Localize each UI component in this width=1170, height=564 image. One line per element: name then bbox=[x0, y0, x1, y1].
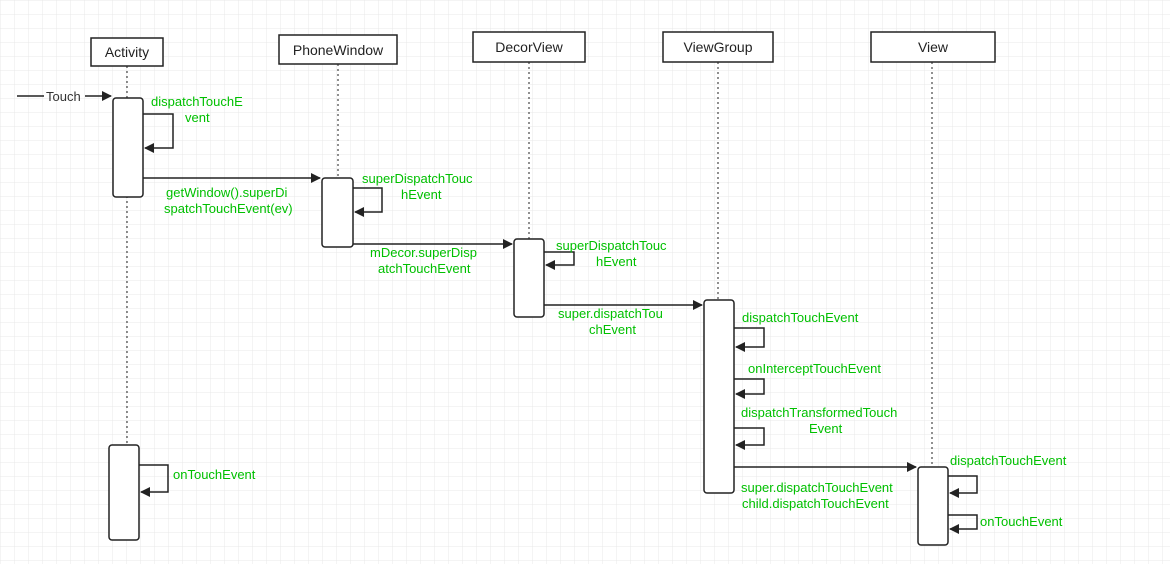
msg-vg-intercept: onInterceptTouchEvent bbox=[748, 361, 881, 376]
msg-vg-transformed-line2: Event bbox=[809, 421, 843, 436]
participant-label: ViewGroup bbox=[683, 39, 752, 55]
arrow-vg-dispatch-self bbox=[734, 327, 765, 352]
msg-dv-super-dispatch-line1: superDispatchTouc bbox=[556, 238, 667, 253]
activation-phonewindow[interactable] bbox=[321, 177, 354, 248]
participant-view[interactable]: View bbox=[870, 31, 996, 63]
participant-label: PhoneWindow bbox=[293, 42, 384, 58]
msg-pw-super-dispatch-line2: hEvent bbox=[401, 187, 442, 202]
arrow-activity-ontouch-self bbox=[139, 464, 169, 497]
msg-vg-to-view-line2: child.dispatchTouchEvent bbox=[742, 496, 889, 511]
participant-viewgroup[interactable]: ViewGroup bbox=[662, 31, 774, 63]
participant-label: Activity bbox=[105, 44, 149, 60]
activation-activity-bottom[interactable] bbox=[108, 444, 140, 541]
msg-mdecor-line1: mDecor.superDisp bbox=[370, 245, 477, 260]
message-labels: dispatchTouchE vent getWindow().superDi … bbox=[151, 94, 1067, 529]
msg-vg-transformed-line1: dispatchTransformedTouch bbox=[741, 405, 897, 420]
activation-decorview[interactable] bbox=[513, 238, 545, 318]
msg-view-ontouch: onTouchEvent bbox=[980, 514, 1063, 529]
arrow-vg-transformed-self bbox=[734, 427, 765, 450]
msg-pw-super-dispatch-line1: superDispatchTouc bbox=[362, 171, 473, 186]
msg-vg-to-view-line1: super.dispatchTouchEvent bbox=[741, 480, 893, 495]
activation-viewgroup[interactable] bbox=[703, 299, 735, 494]
msg-vg-dispatch: dispatchTouchEvent bbox=[742, 310, 859, 325]
msg-dv-super-dispatch-line2: hEvent bbox=[596, 254, 637, 269]
msg-activity-ontouch: onTouchEvent bbox=[173, 467, 256, 482]
arrow-activity-self bbox=[143, 113, 174, 153]
msg-mdecor-line2: atchTouchEvent bbox=[378, 261, 471, 276]
msg-view-dispatch: dispatchTouchEvent bbox=[950, 453, 1067, 468]
participant-activity[interactable]: Activity bbox=[90, 37, 164, 67]
activation-bars bbox=[108, 97, 949, 546]
msg-super-dispatch-line1: super.dispatchTou bbox=[558, 306, 663, 321]
participant-decorview[interactable]: DecorView bbox=[472, 31, 586, 63]
msg-get-window-line2: spatchTouchEvent(ev) bbox=[164, 201, 293, 216]
msg-activity-dispatch-line2: vent bbox=[185, 110, 210, 125]
msg-get-window-line1: getWindow().superDi bbox=[166, 185, 287, 200]
arrow-view-dispatch-self bbox=[948, 475, 978, 498]
msg-activity-dispatch-line1: dispatchTouchE bbox=[151, 94, 243, 109]
arrow-dv-self bbox=[544, 251, 575, 270]
arrow-vg-intercept-self bbox=[734, 378, 765, 399]
lifelines bbox=[126, 62, 933, 468]
arrow-pw-self bbox=[353, 187, 383, 217]
participant-phonewindow[interactable]: PhoneWindow bbox=[278, 34, 398, 65]
activation-view[interactable] bbox=[917, 466, 949, 546]
activation-activity-top[interactable] bbox=[112, 97, 144, 198]
arrow-view-ontouch-self bbox=[948, 514, 978, 534]
participant-label: View bbox=[918, 39, 949, 55]
touch-label: Touch bbox=[46, 89, 81, 104]
msg-super-dispatch-line2: chEvent bbox=[589, 322, 636, 337]
participant-label: DecorView bbox=[495, 39, 563, 55]
message-arrows bbox=[17, 91, 978, 534]
